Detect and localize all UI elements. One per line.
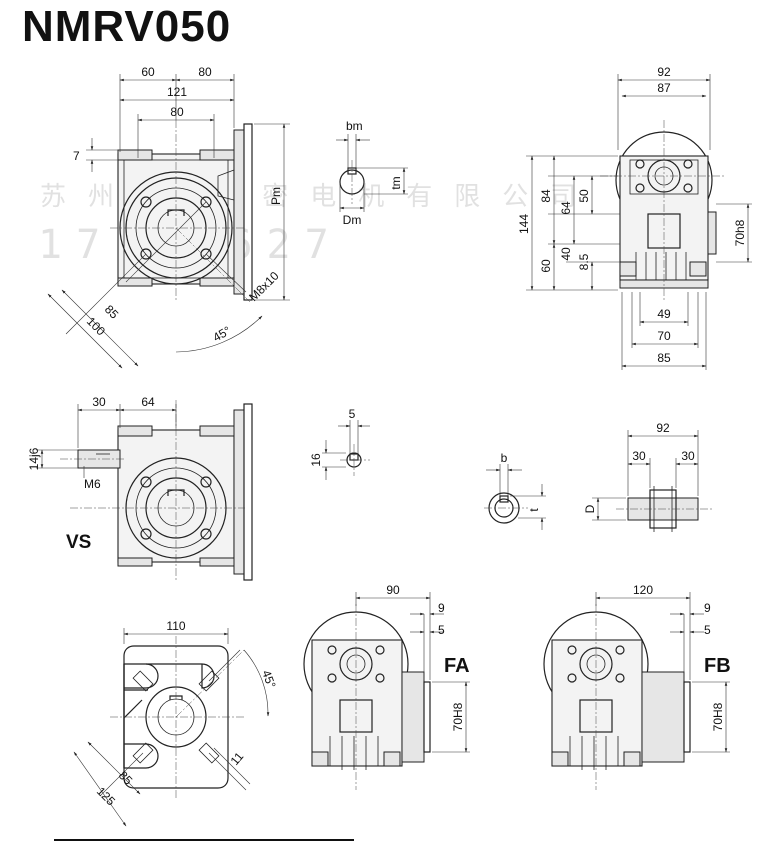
dim-16: 16 [309, 453, 323, 467]
dim-49: 49 [657, 307, 671, 321]
dim-144: 144 [517, 214, 531, 234]
dim-7: 7 [73, 149, 80, 163]
dim-70h8fa: 70H8 [451, 702, 465, 731]
label-vs: VS [66, 532, 91, 553]
dim-70h8: 70h8 [733, 219, 747, 246]
flange-view: 110 85 125 11 45° [73, 619, 279, 827]
dim-60: 60 [141, 65, 155, 79]
dim-125: 125 [94, 784, 118, 808]
dim-121: 121 [167, 85, 187, 99]
vs-view: 30 64 14j6 M6 VS [27, 395, 253, 581]
dim-11: 11 [228, 749, 247, 768]
dim-90: 90 [386, 583, 400, 597]
dim-85: 85 [102, 302, 122, 322]
dim-40: 40 [559, 247, 573, 261]
dim-70h8fb: 70H8 [711, 702, 725, 731]
side-view: 92 87 144 84 60 64 50 40 8.5 70h8 49 70 … [517, 65, 752, 370]
dim-b: b [501, 451, 508, 465]
dim-14j6: 14j6 [27, 447, 41, 470]
dim-5fb: 5 [704, 623, 711, 637]
dim-bm: bm [346, 119, 363, 133]
label-fb: FB [704, 655, 731, 677]
dim-50: 50 [577, 189, 591, 203]
dim-85r: 85 [657, 351, 671, 365]
fa-view: 90 9 5 70H8 FA [303, 583, 470, 790]
dim-8-5: 8.5 [577, 253, 591, 270]
dim-tm: tm [389, 176, 403, 189]
fb-view: 120 9 5 70H8 FB [543, 583, 731, 790]
dim-120: 120 [633, 583, 653, 597]
dim-70: 70 [657, 329, 671, 343]
dim-30a: 30 [632, 449, 646, 463]
dim-m6: M6 [84, 477, 101, 491]
dim-110: 110 [166, 619, 185, 633]
page-title: NMRV050 [22, 2, 232, 51]
dim-64vs: 64 [141, 395, 155, 409]
dim-30b: 30 [681, 449, 695, 463]
dim-100: 100 [84, 314, 108, 338]
dim-92s: 92 [656, 421, 670, 435]
dim-pm: Pm [269, 187, 283, 205]
dim-85f: 85 [116, 768, 136, 788]
angle-45: 45° [211, 323, 234, 344]
dim-87: 87 [657, 81, 671, 95]
dim-5fa: 5 [438, 623, 445, 637]
angle-45b: 45° [259, 668, 278, 690]
dim-92: 92 [657, 65, 671, 79]
dim-60r: 60 [539, 259, 553, 273]
dim-5: 5 [349, 407, 356, 421]
dim-9fa: 9 [438, 601, 445, 615]
dim-d: D [583, 504, 597, 513]
dim-80b: 80 [170, 105, 184, 119]
hollow-shaft-section: 92 30 30 D [583, 421, 712, 532]
keyway-detail-hub: bm tm Dm [336, 119, 408, 227]
dim-64: 64 [559, 201, 573, 215]
dim-80: 80 [198, 65, 212, 79]
front-view: 60 80 121 80 7 Pm M8x10 85 100 45° [47, 65, 290, 369]
dim-9fb: 9 [704, 601, 711, 615]
dim-t: t [527, 508, 541, 512]
dim-30: 30 [92, 395, 106, 409]
dim-84: 84 [539, 189, 553, 203]
label-fa: FA [444, 655, 470, 677]
hollow-shaft-detail: b t [484, 451, 546, 530]
dim-dm: Dm [343, 213, 362, 227]
shaft-key-detail: 5 16 [309, 407, 370, 480]
